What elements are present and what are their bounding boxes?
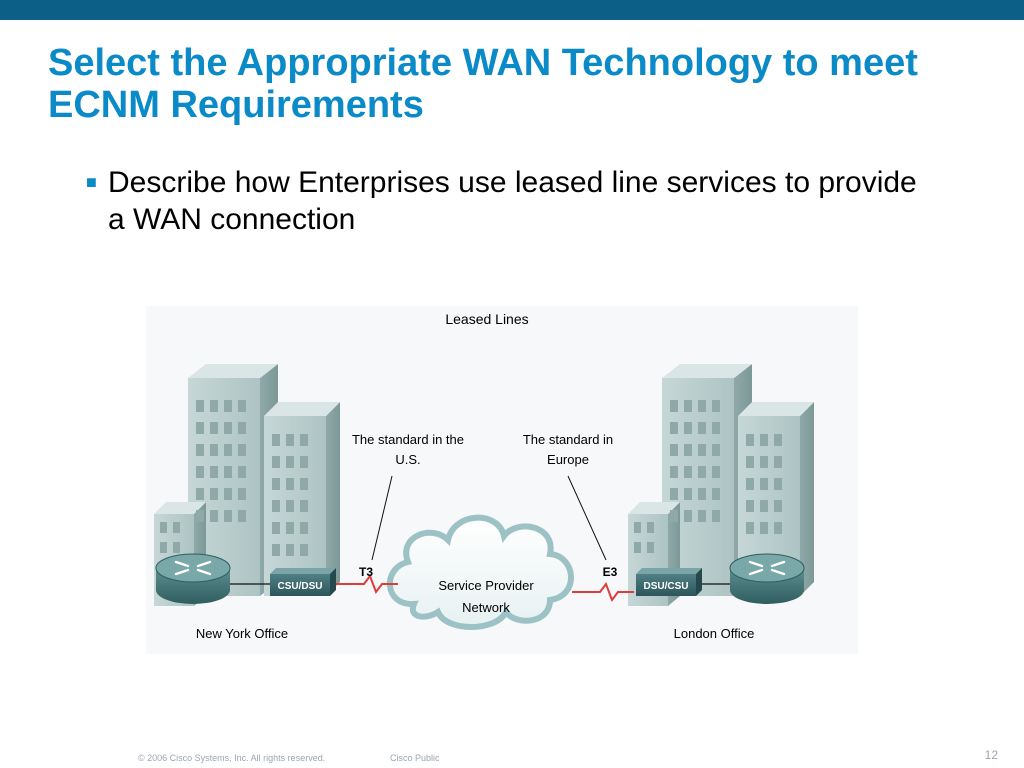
cloud-label-line-2: Network [462,600,510,615]
bullet-point: ■ Describe how Enterprises use leased li… [86,164,966,238]
footer-copyright: © 2006 Cisco Systems, Inc. All rights re… [138,753,326,763]
us-note-line-1: The standard in the [352,432,464,447]
csu-dsu-device [270,568,336,596]
cloud-icon [387,514,574,630]
dsu-csu-device [636,568,702,596]
slide-title: Select the Appropriate WAN Technology to… [48,42,998,126]
london-office-label: London Office [674,626,755,641]
page-number: 12 [984,748,998,762]
diagram-title: Leased Lines [445,311,528,327]
eu-note-line-1: The standard in [523,432,613,447]
bullet-text: Describe how Enterprises use leased line… [108,166,917,236]
csu-dsu-label: CSU/DSU [277,581,322,592]
eu-note-line-2: Europe [547,452,589,467]
router-icon-new-york [155,553,231,604]
dsu-csu-label: DSU/CSU [643,581,688,592]
slide-title-line-2: ECNM Requirements [48,84,424,126]
t3-label: T3 [359,565,373,579]
leased-line-e3 [572,581,634,603]
slide-title-line-1: Select the Appropriate WAN Technology to… [48,42,918,84]
leased-lines-diagram: Leased Lines [146,306,858,654]
cloud-label-line-1: Service Provider [438,578,534,593]
router-icon-london [729,553,805,604]
top-bar [0,0,1024,20]
leased-line-t3 [328,573,398,595]
office-building-icon-new-york [154,364,340,606]
footer-classification: Cisco Public [390,753,440,763]
square-bullet-icon: ■ [86,172,97,192]
e3-label: E3 [603,565,618,579]
us-note-line-2: U.S. [395,452,420,467]
eu-callout-pointer [567,475,607,561]
us-callout-pointer [371,475,393,561]
new-york-office-label: New York Office [196,626,288,641]
